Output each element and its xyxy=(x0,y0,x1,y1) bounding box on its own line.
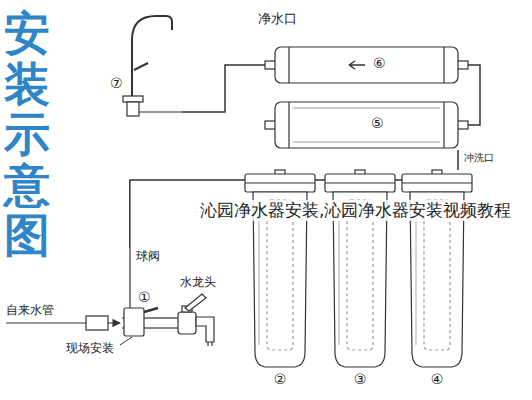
water-tube xyxy=(182,65,265,112)
flush-label: 冲洗口 xyxy=(464,152,494,163)
water-tube xyxy=(457,150,459,170)
inlet-label: 自来水管 xyxy=(6,304,54,317)
water-tube xyxy=(468,65,480,125)
water-tube xyxy=(315,179,325,181)
ball-valve: ① 球阀 xyxy=(122,248,168,340)
leader-line xyxy=(120,337,132,345)
tap-pipe xyxy=(168,327,178,328)
watermark: 沁园净水器安装,沁园净水器安装视频教程 xyxy=(198,200,513,221)
filter-cartridge-outline xyxy=(265,100,468,150)
tap-pipe xyxy=(168,317,178,318)
water-tube xyxy=(395,179,402,181)
callout-number: ④ xyxy=(402,372,472,387)
filter-cartridge-outline xyxy=(265,45,468,85)
install-note: 现场安装 xyxy=(66,342,114,355)
tap-fixture xyxy=(178,294,214,346)
filter-cartridge: ⑤ xyxy=(265,100,468,150)
callout-number: ⑦ xyxy=(110,76,123,91)
callout-number: ② xyxy=(245,372,315,387)
outlet-label: 净水口 xyxy=(258,12,297,26)
callout-number: ③ xyxy=(325,372,395,387)
pipe-coupling xyxy=(86,316,108,330)
faucet: ⑦ xyxy=(110,8,182,118)
callout-number: ① xyxy=(138,290,151,305)
title-vertical: 安装示意图 xyxy=(4,8,50,261)
callout-number: ⑤ xyxy=(371,116,384,131)
part-name: 球阀 xyxy=(136,250,160,263)
faucet-outline xyxy=(110,8,182,118)
filter-cartridge: ⑥ xyxy=(265,45,468,85)
tap-label: 水龙头 xyxy=(180,276,216,289)
callout-number: ⑥ xyxy=(373,56,386,71)
